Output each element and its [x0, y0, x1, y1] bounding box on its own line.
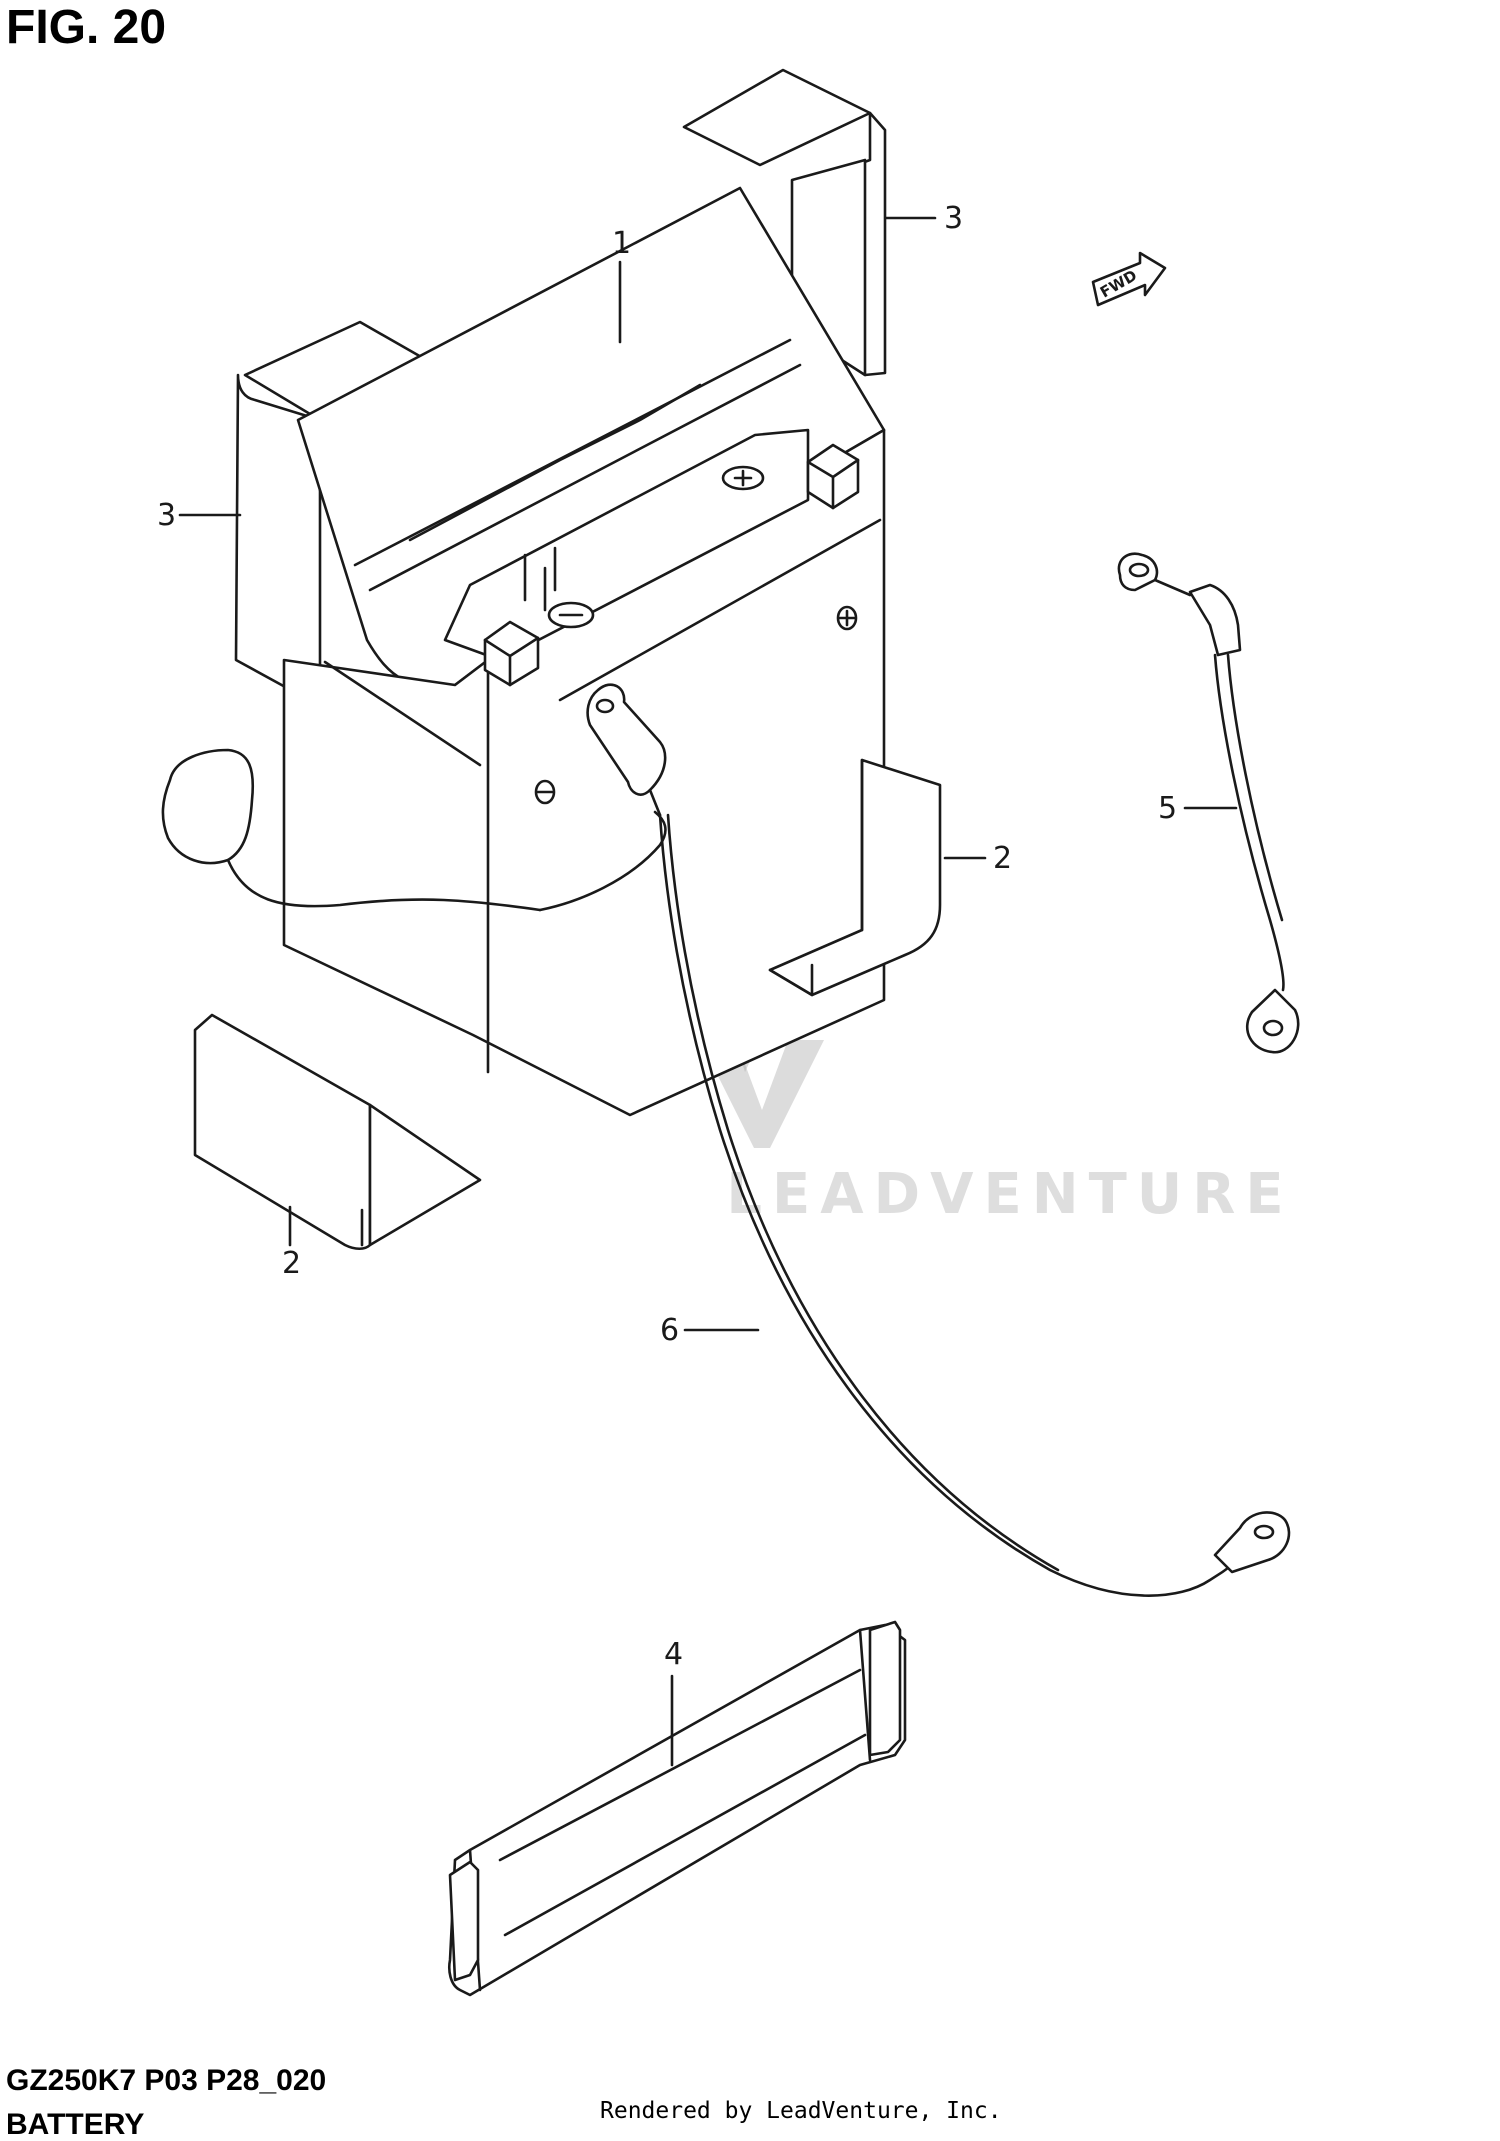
callout-number: 2: [282, 1246, 301, 1281]
callout-number: 1: [612, 226, 631, 261]
callout-number: 6: [660, 1313, 679, 1348]
battery: [282, 186, 886, 1117]
battery-lead-wire: [1117, 552, 1300, 1054]
battery-breather-cap: [161, 748, 667, 912]
callout-number: 4: [664, 1637, 683, 1672]
section-name: BATTERY: [6, 2108, 145, 2141]
battery-holder-plate-lower-left: [193, 1013, 482, 1251]
callout-2-left: 2: [282, 1205, 301, 1281]
callout-5: 5: [1158, 791, 1238, 826]
battery-holder-plate-left: [234, 320, 432, 708]
callout-number: 2: [993, 841, 1012, 876]
callout-4: 4: [664, 1637, 683, 1767]
model-code: GZ250K7 P03 P28_020: [6, 2064, 327, 2097]
callout-3-left: 3: [157, 498, 242, 533]
battery-cable-negative: [586, 683, 1291, 1597]
callout-number: 3: [944, 201, 963, 236]
callout-1: 1: [612, 226, 631, 344]
watermark-text: LEADVENTURE: [726, 1162, 1293, 1227]
callout-6: 6: [660, 1313, 760, 1348]
forward-direction-badge: FWD: [1091, 251, 1167, 307]
callout-number: 5: [1158, 791, 1177, 826]
battery-band: [448, 1620, 907, 1997]
callout-2-right: 2: [943, 841, 1012, 876]
callout-3-upper: 3: [884, 201, 963, 236]
render-credit: Rendered by LeadVenture, Inc.: [600, 2098, 1002, 2124]
callout-number: 3: [157, 498, 176, 533]
battery-holder-plate-lower-right: [768, 758, 942, 997]
figure-title: FIG. 20: [6, 1, 167, 54]
battery-holder-plate-upper: [682, 68, 887, 377]
